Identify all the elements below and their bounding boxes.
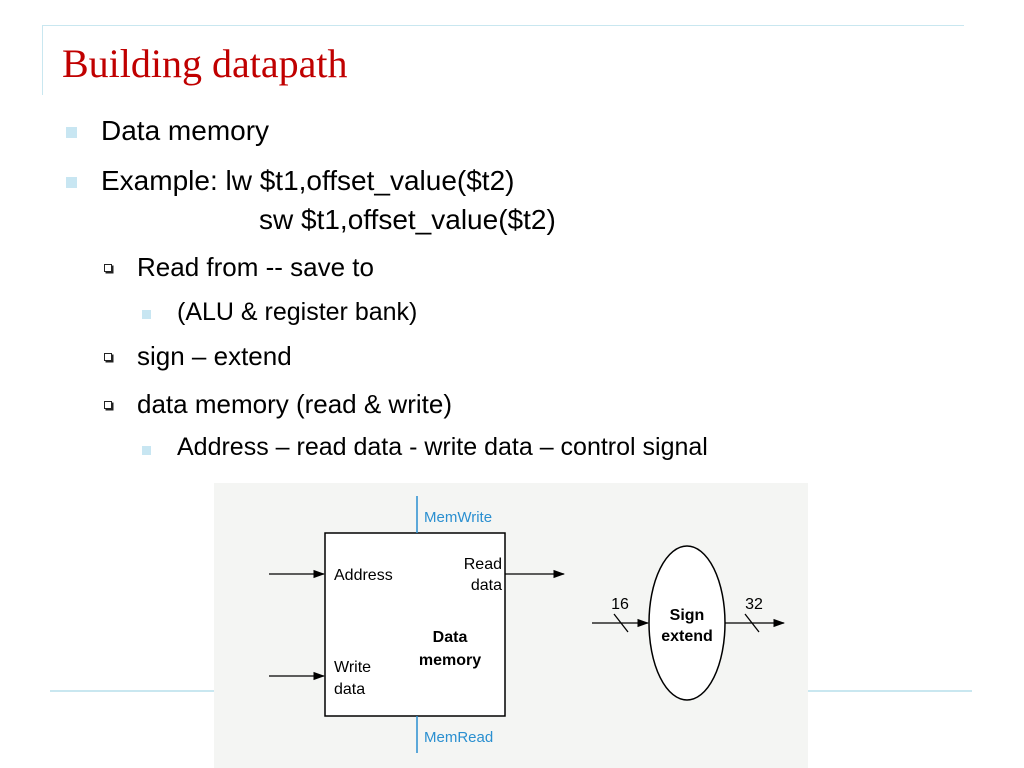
datapath-diagram: MemWrite MemRead Address Write data Read… [214, 483, 808, 768]
bullet-example-sw: sw $t1,offset_value($t2) [259, 204, 556, 235]
bullet-example-lw: Example: lw $t1,offset_value($t2) [101, 165, 515, 196]
data-memory-label-1: Data [433, 629, 468, 646]
left-rule [42, 25, 43, 95]
slide-title: Building datapath [62, 41, 348, 86]
write-data-label-1: Write [334, 659, 371, 676]
bullet-data-memory: Data memory [101, 115, 270, 146]
sub-bullet-read-from: Read from -- save to [137, 252, 374, 282]
sub-bullet-sign-extend: sign – extend [137, 341, 292, 371]
bus-slash-16 [613, 613, 629, 633]
sign-extend-label-1: Sign [670, 607, 705, 624]
output-width-label: 32 [745, 596, 763, 613]
sign-extend-label-2: extend [661, 628, 713, 645]
address-label: Address [334, 567, 393, 584]
read-data-label-1: Read [464, 556, 502, 573]
data-memory-label-2: memory [419, 652, 481, 669]
bullet-square-icon [142, 310, 151, 319]
read-data-label-2: data [471, 577, 502, 594]
write-data-label-2: data [334, 681, 365, 698]
top-rule [42, 25, 964, 26]
bullet-hollow-square-icon [104, 401, 112, 409]
memwrite-label: MemWrite [424, 509, 492, 526]
bullet-hollow-square-icon [104, 353, 112, 361]
bullet-square-icon [66, 177, 77, 188]
sub-bullet-data-memory-rw: data memory (read & write) [137, 389, 452, 419]
bullet-hollow-square-icon [104, 264, 112, 272]
input-width-label: 16 [611, 596, 629, 613]
diagram-svg: MemWrite MemRead Address Write data Read… [269, 496, 786, 753]
sub-sub-bullet-address: Address – read data - write data – contr… [177, 433, 708, 461]
sub-sub-bullet-alu: (ALU & register bank) [177, 298, 418, 326]
memread-label: MemRead [424, 729, 493, 746]
bullet-square-icon [142, 446, 151, 455]
data-memory-block [324, 532, 506, 717]
bullet-square-icon [66, 127, 77, 138]
bus-slash-32 [744, 613, 760, 633]
